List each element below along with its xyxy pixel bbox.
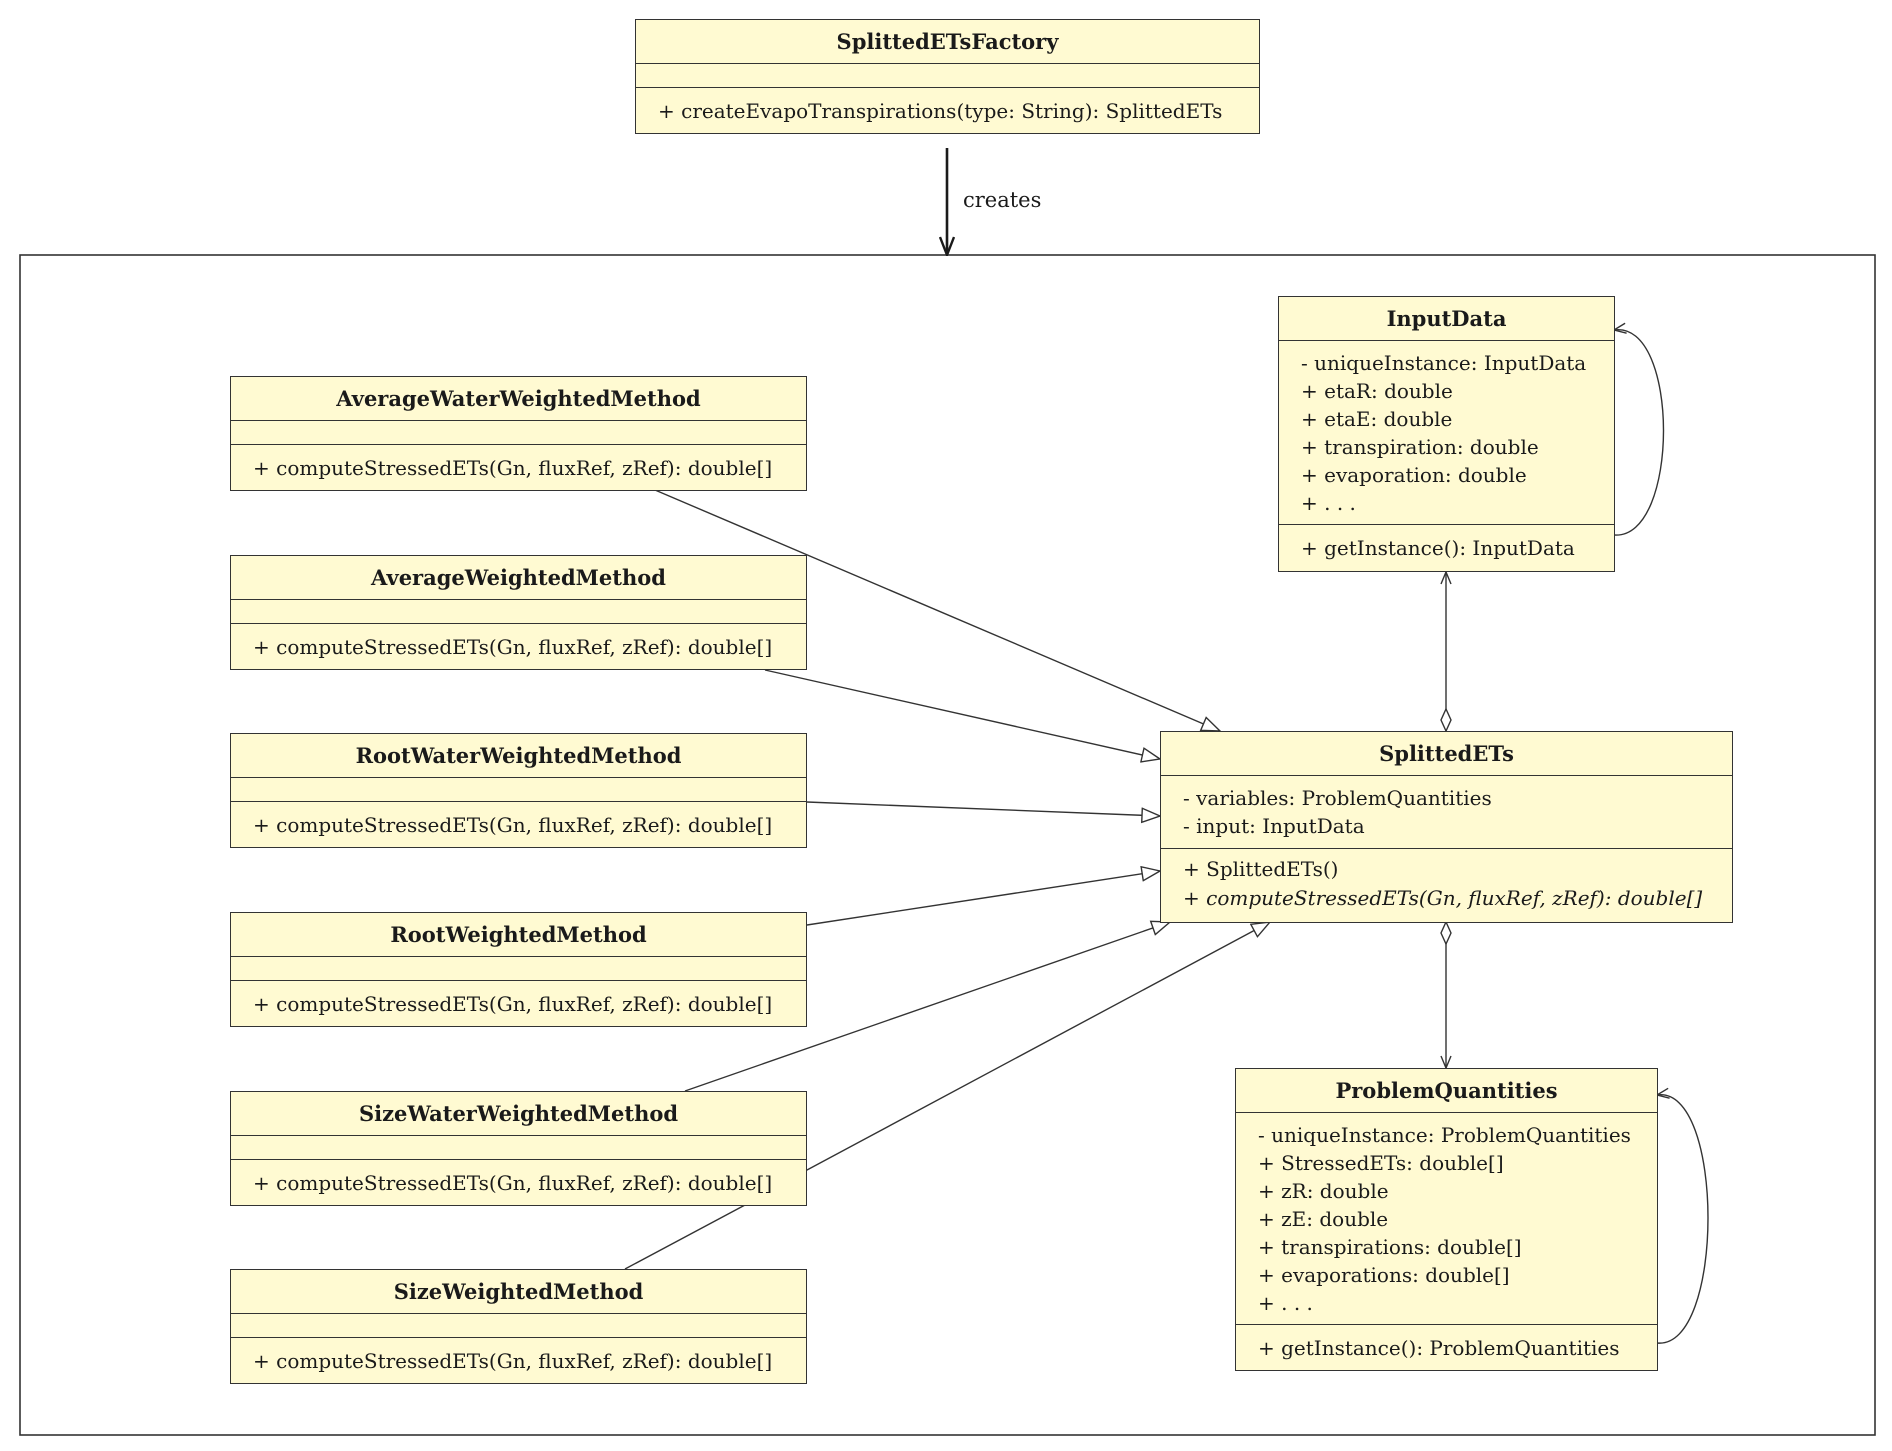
class-name: InputData xyxy=(1279,297,1614,341)
attributes-section xyxy=(231,1136,806,1160)
operations-section: + SplittedETs() + computeStressedETs(Gn,… xyxy=(1161,849,1732,921)
attribute: + . . . xyxy=(1301,491,1356,515)
attribute: - uniqueInstance: ProblemQuantities xyxy=(1258,1123,1631,1147)
class-box-size-weighted-method[interactable]: SizeWeightedMethod + computeStressedETs(… xyxy=(230,1269,807,1384)
attributes-section xyxy=(231,421,806,445)
attribute: + evaporation: double xyxy=(1301,463,1527,487)
attributes-section xyxy=(636,64,1259,88)
class-box-size-water-weighted-method[interactable]: SizeWaterWeightedMethod + computeStresse… xyxy=(230,1091,807,1206)
attribute: + zR: double xyxy=(1258,1179,1389,1203)
attributes-section xyxy=(231,1314,806,1338)
creates-label: creates xyxy=(963,188,1042,212)
generalization-root-water-weighted xyxy=(806,801,1160,816)
class-name: SizeWaterWeightedMethod xyxy=(231,1092,806,1136)
class-name: AverageWaterWeightedMethod xyxy=(231,377,806,421)
class-box-splitted-ets[interactable]: SplittedETs - variables: ProblemQuantiti… xyxy=(1160,731,1733,923)
class-box-root-water-weighted-method[interactable]: RootWaterWeightedMethod + computeStresse… xyxy=(230,733,807,848)
operation: + createEvapoTranspirations(type: String… xyxy=(658,99,1223,123)
operations-section: + computeStressedETs(Gn, fluxRef, zRef):… xyxy=(231,624,806,670)
operation: + computeStressedETs(Gn, fluxRef, zRef):… xyxy=(253,635,773,659)
attribute: + evaporations: double[] xyxy=(1258,1263,1510,1287)
attributes-section xyxy=(231,957,806,981)
class-name: AverageWeightedMethod xyxy=(231,556,806,600)
operation: + computeStressedETs(Gn, fluxRef, zRef):… xyxy=(253,813,773,837)
generalization-average-weighted xyxy=(764,669,1160,759)
attributes-section: - variables: ProblemQuantities - input: … xyxy=(1161,776,1732,849)
attributes-section xyxy=(231,778,806,802)
operation: + computeStressedETs(Gn, fluxRef, zRef):… xyxy=(253,1349,773,1373)
operations-section: + computeStressedETs(Gn, fluxRef, zRef):… xyxy=(231,802,806,848)
operation: + getInstance(): ProblemQuantities xyxy=(1258,1336,1620,1360)
attribute: + zE: double xyxy=(1258,1207,1389,1231)
class-box-input-data[interactable]: InputData - uniqueInstance: InputData + … xyxy=(1278,296,1615,572)
class-name: ProblemQuantities xyxy=(1236,1069,1657,1113)
operation: + SplittedETs() xyxy=(1183,857,1339,881)
class-box-problem-quantities[interactable]: ProblemQuantities - uniqueInstance: Prob… xyxy=(1235,1068,1658,1371)
class-name: SplittedETs xyxy=(1161,732,1732,776)
operations-section: + computeStressedETs(Gn, fluxRef, zRef):… xyxy=(231,1338,806,1384)
generalization-root-weighted xyxy=(806,871,1160,926)
class-name: SplittedETsFactory xyxy=(636,20,1259,64)
operations-section: + getInstance(): InputData xyxy=(1279,525,1614,571)
attributes-section: - uniqueInstance: ProblemQuantities + St… xyxy=(1236,1113,1657,1325)
self-association-problem-quantities xyxy=(1657,1095,1709,1344)
abstract-operation: + computeStressedETs(Gn, fluxRef, zRef):… xyxy=(1183,886,1703,910)
attribute: + . . . xyxy=(1258,1291,1313,1315)
attribute: + StressedETs: double[] xyxy=(1258,1151,1504,1175)
operation: + computeStressedETs(Gn, fluxRef, zRef):… xyxy=(253,1171,773,1195)
class-box-average-weighted-method[interactable]: AverageWeightedMethod + computeStressedE… xyxy=(230,555,807,670)
attribute: + etaR: double xyxy=(1301,379,1453,403)
operations-section: + createEvapoTranspirations(type: String… xyxy=(636,88,1259,134)
class-box-splitted-ets-factory[interactable]: SplittedETsFactory + createEvapoTranspir… xyxy=(635,19,1260,134)
operations-section: + computeStressedETs(Gn, fluxRef, zRef):… xyxy=(231,445,806,491)
operation: + computeStressedETs(Gn, fluxRef, zRef):… xyxy=(253,456,773,480)
class-box-average-water-weighted-method[interactable]: AverageWaterWeightedMethod + computeStre… xyxy=(230,376,807,491)
attributes-section xyxy=(231,600,806,624)
operations-section: + computeStressedETs(Gn, fluxRef, zRef):… xyxy=(231,981,806,1027)
attribute: + etaE: double xyxy=(1301,407,1453,431)
class-name: SizeWeightedMethod xyxy=(231,1270,806,1314)
class-name: RootWaterWeightedMethod xyxy=(231,734,806,778)
attribute: + transpiration: double xyxy=(1301,435,1539,459)
self-association-input-data xyxy=(1614,330,1665,536)
attribute: - uniqueInstance: InputData xyxy=(1301,351,1587,375)
operations-section: + computeStressedETs(Gn, fluxRef, zRef):… xyxy=(231,1160,806,1206)
operations-section: + getInstance(): ProblemQuantities xyxy=(1236,1325,1657,1371)
class-box-root-weighted-method[interactable]: RootWeightedMethod + computeStressedETs(… xyxy=(230,912,807,1027)
generalization-average-water-weighted xyxy=(654,489,1220,731)
operation: + getInstance(): InputData xyxy=(1301,536,1575,560)
attribute: - input: InputData xyxy=(1183,814,1365,838)
attribute: + transpirations: double[] xyxy=(1258,1235,1522,1259)
operation: + computeStressedETs(Gn, fluxRef, zRef):… xyxy=(253,992,773,1016)
attributes-section: - uniqueInstance: InputData + etaR: doub… xyxy=(1279,341,1614,525)
generalization-size-water-weighted xyxy=(684,922,1170,1092)
attribute: - variables: ProblemQuantities xyxy=(1183,786,1492,810)
class-name: RootWeightedMethod xyxy=(231,913,806,957)
